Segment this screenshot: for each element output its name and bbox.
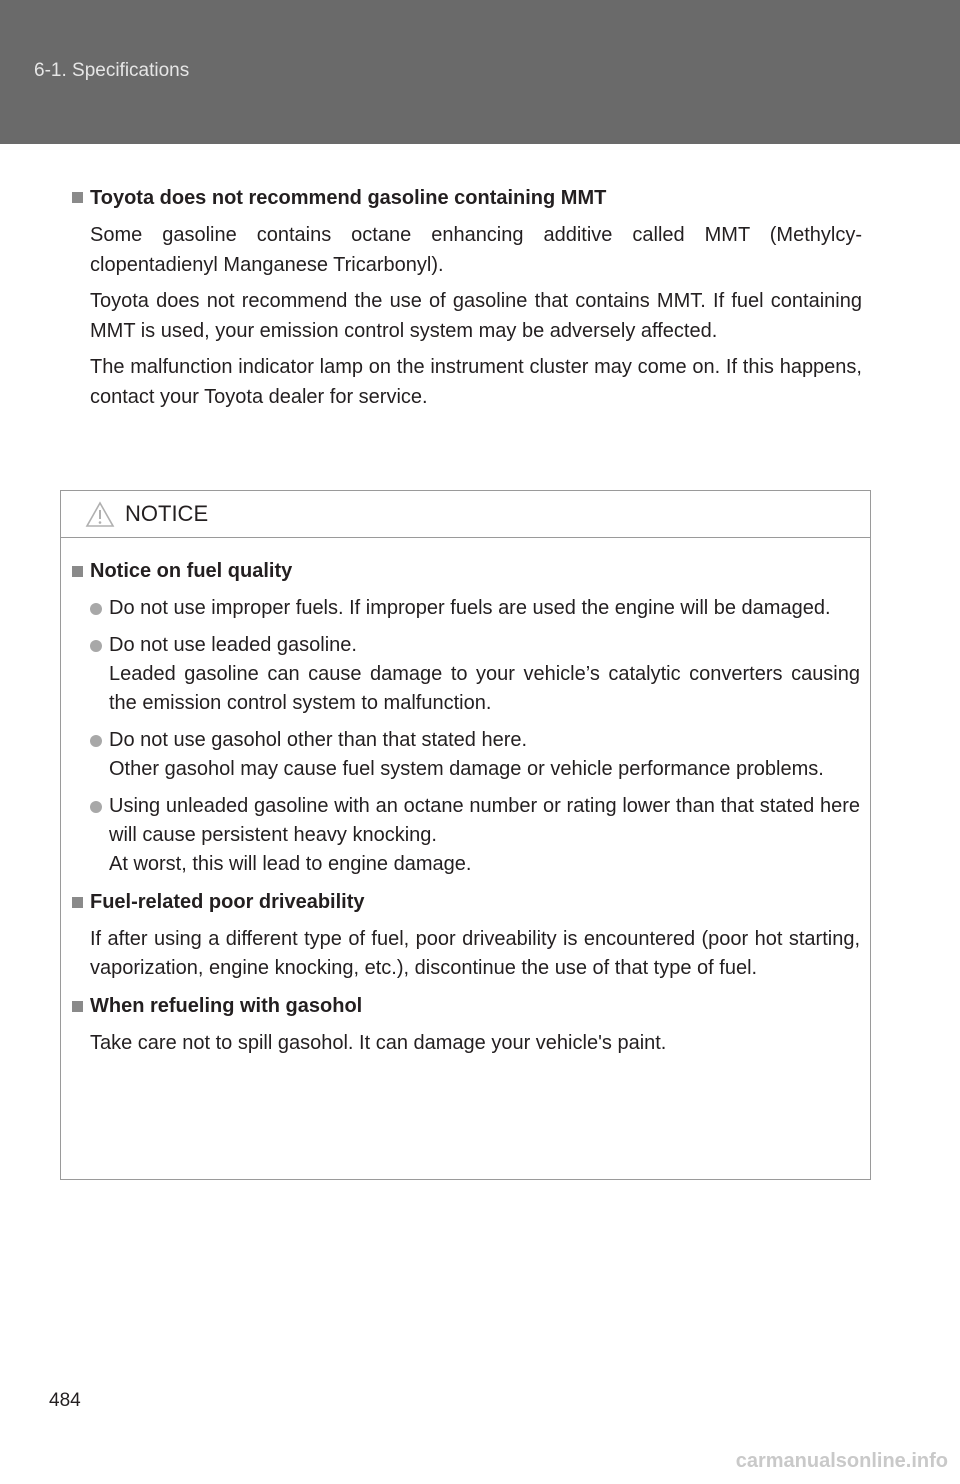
page-header: 6-1. Specifications [0, 0, 960, 144]
watermark: carmanualsonline.info [735, 1450, 948, 1472]
gasohol-text: Take care not to spill gasohol. It can d… [90, 1032, 667, 1054]
driveability-heading: Fuel-related poor driveability [72, 887, 860, 917]
mmt-heading-text: Toyota does not recommend gasoline conta… [90, 187, 607, 209]
mmt-paragraph: Some gasoline contains octane enhancing … [90, 224, 862, 276]
square-bullet-icon [72, 192, 83, 203]
warning-triangle-icon [85, 501, 115, 527]
notice-title: NOTICE [125, 501, 209, 526]
round-bullet-icon [90, 640, 102, 652]
list-item: Using unleaded gasoline with an octane n… [72, 792, 860, 879]
mmt-section: Toyota does not recommend gasoline conta… [72, 182, 862, 412]
square-bullet-icon [72, 566, 83, 577]
round-bullet-icon [90, 735, 102, 747]
round-bullet-icon [90, 603, 102, 615]
gasohol-heading: When refueling with gasohol [72, 991, 860, 1021]
driveability-text: If after using a different type of fuel,… [90, 928, 860, 979]
fuel-quality-heading: Notice on fuel quality [72, 556, 860, 586]
mmt-paragraph: Toyota does not recommend the use of gas… [90, 290, 862, 342]
section-title: 6-1. Specifications [34, 60, 190, 81]
mmt-heading: Toyota does not recommend gasoline conta… [72, 182, 862, 214]
notice-box: NOTICE Notice on fuel quality Do not use… [60, 490, 871, 1180]
list-item: Do not use leaded gasoline. Leaded gasol… [72, 631, 860, 718]
page-number: 484 [49, 1390, 81, 1411]
square-bullet-icon [72, 897, 83, 908]
notice-body: Notice on fuel quality Do not use improp… [61, 538, 870, 1058]
square-bullet-icon [72, 1001, 83, 1012]
round-bullet-icon [90, 801, 102, 813]
notice-header: NOTICE [61, 491, 870, 538]
list-item: Do not use improper fuels. If improper f… [72, 594, 860, 623]
mmt-paragraph: The malfunction indicator lamp on the in… [90, 356, 862, 408]
list-item: Do not use gasohol other than that state… [72, 726, 860, 784]
